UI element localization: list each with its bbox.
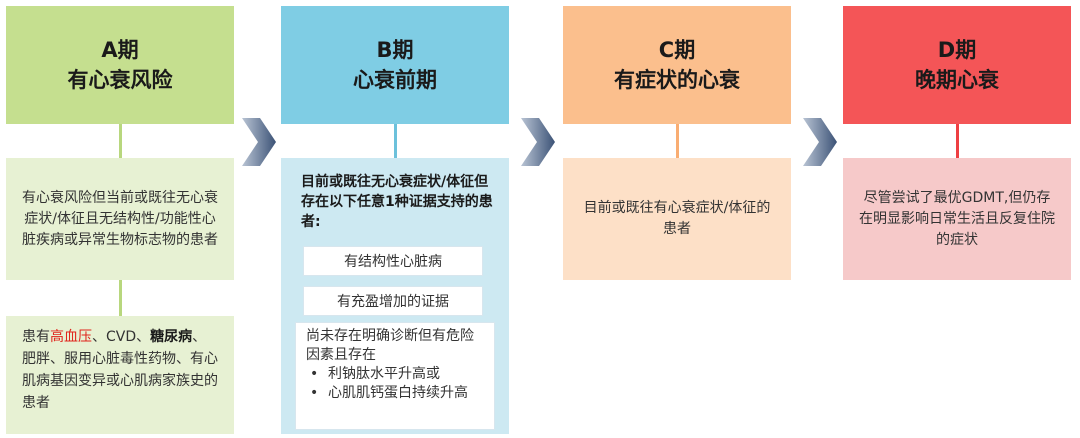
- stage-b-bullet-natriuretic: 利钠肽水平升高或: [306, 365, 484, 384]
- stage-a-examples-box: 患有高血压、CVD、糖尿病、肥胖、服用心脏毒性药物、有心肌病基因变异或心肌病家族…: [6, 316, 234, 434]
- stage-a-examples-part2: 、CVD、: [92, 329, 151, 345]
- stage-a-definition-box: 有心衰风险但当前或既往无心衰症状/体征且无结构性/功能性心脏疾病或异常生物标志物…: [6, 158, 234, 280]
- stage-d-label: D期: [937, 38, 977, 62]
- stage-c-header: C期 有症状的心衰: [563, 6, 791, 124]
- stage-c-definition: 目前或既往有心衰症状/体征的患者: [583, 200, 771, 237]
- stage-b-header: B期 心衰前期: [281, 6, 509, 124]
- stage-b-label: B期: [376, 38, 414, 62]
- stage-b-item2: 有充盈增加的证据: [337, 294, 449, 310]
- stage-a-hypertension-highlight: 高血压: [50, 329, 92, 345]
- stage-a-definition: 有心衰风险但当前或既往无心衰症状/体征且无结构性/功能性心脏疾病或异常生物标志物…: [22, 189, 218, 248]
- stage-b-intro: 目前或既往无心衰症状/体征但存在以下任意1种证据支持的患者:: [301, 174, 493, 230]
- stage-d-definition: 尽管尝试了最优GDMT,但仍存在明显影响日常生活且反复住院的症状: [859, 189, 1055, 248]
- stage-b-item1: 有结构性心脏病: [344, 254, 442, 270]
- stage-b-structural-heart-disease: 有结构性心脏病: [303, 246, 483, 276]
- stage-b-bullets: 利钠肽水平升高或 心肌肌钙蛋白持续升高: [306, 365, 484, 403]
- stage-a-header: A期 有心衰风险: [6, 6, 234, 124]
- stage-d-connector: [956, 124, 959, 158]
- stage-d-header: D期 晚期心衰: [843, 6, 1071, 124]
- stage-c-definition-box: 目前或既往有心衰症状/体征的患者: [563, 158, 791, 280]
- stage-a-connector-top: [119, 124, 122, 158]
- arrow-a-to-b-icon: [242, 118, 276, 166]
- stage-a-examples-part3: 、肥胖、服用心脏毒性药物、有心肌病基因变异或心肌病家族史的患者: [22, 329, 218, 411]
- stage-b-connector: [394, 124, 397, 158]
- stage-b-definition-box: 目前或既往无心衰症状/体征但存在以下任意1种证据支持的患者: 有结构性心脏病 有…: [281, 158, 509, 434]
- stage-b-title: 心衰前期: [353, 68, 437, 92]
- stage-c-title: 有症状的心衰: [614, 68, 740, 92]
- stage-a-label: A期: [101, 38, 139, 62]
- stage-a-connector-bottom: [119, 280, 122, 316]
- stage-b-item3: 尚未存在明确诊断但有危险因素且存在: [306, 328, 474, 363]
- stage-b-filling-evidence: 有充盈增加的证据: [303, 286, 483, 316]
- stage-c-connector: [676, 124, 679, 158]
- stage-a-title: 有心衰风险: [67, 68, 173, 92]
- stage-b-bullet-troponin: 心肌肌钙蛋白持续升高: [306, 384, 484, 403]
- stage-a-examples-part1: 患有: [22, 329, 50, 345]
- arrow-c-to-d-icon: [803, 118, 837, 166]
- stage-d-title: 晚期心衰: [915, 68, 999, 92]
- stage-b-risk-factors-box: 尚未存在明确诊断但有危险因素且存在 利钠肽水平升高或 心肌肌钙蛋白持续升高: [295, 322, 495, 430]
- arrow-b-to-c-icon: [521, 118, 555, 166]
- stage-d-definition-box: 尽管尝试了最优GDMT,但仍存在明显影响日常生活且反复住院的症状: [843, 158, 1071, 280]
- stage-a-diabetes-highlight: 糖尿病: [150, 329, 193, 345]
- stage-c-label: C期: [658, 38, 696, 62]
